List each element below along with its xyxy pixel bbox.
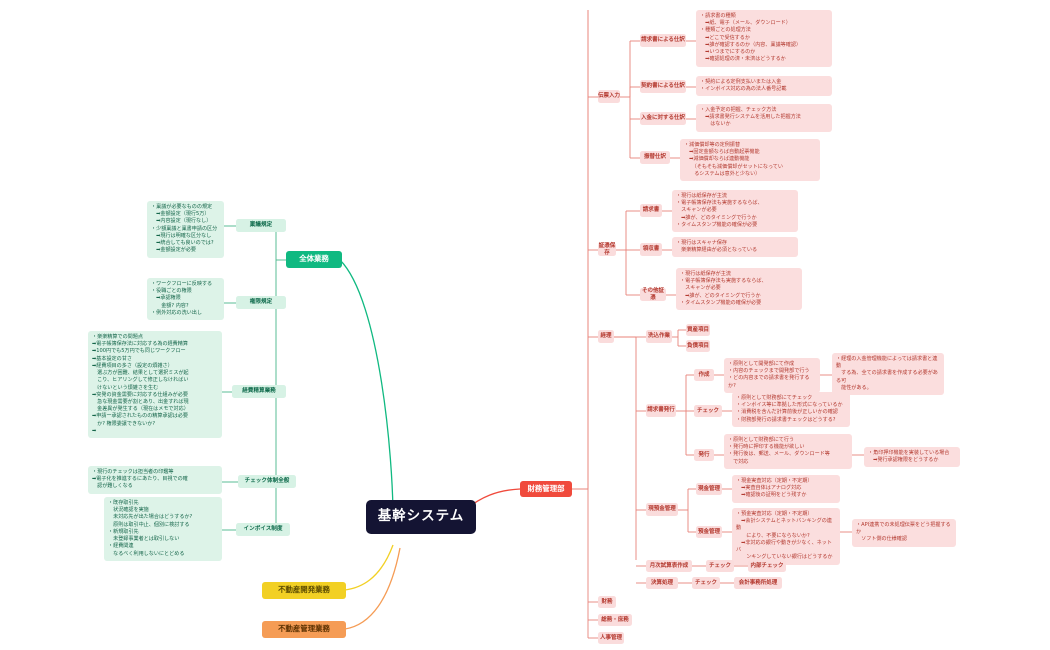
label-shouhyou-hozon[interactable]: 証憑保存 (598, 243, 616, 256)
note-genkin-kanri: ・現金実査対応（定期・不定期） ➡実査自体はアナログ対応 ➡確認後の証明をどう残… (732, 475, 840, 503)
label-genkin-kanri[interactable]: 現金管理 (696, 483, 722, 495)
label-soumu-shomu[interactable]: 総務・庶務 (598, 614, 632, 626)
label-araikomi-sagyou[interactable]: 洗込作業 (646, 330, 672, 343)
note-keiyakusho-shiwake: ・契約による定例支払いまたは入金 ・インボイス対応の為の法人番号記載 (696, 76, 832, 97)
label-seikyuusho-shiwake[interactable]: 請求書による仕訳 (640, 34, 686, 47)
label-keiri[interactable]: 経理 (598, 330, 614, 343)
note-hakkou-hakkou: ・原則として財務部にて行う ・発行時に押印する機能が欲しい ・発行後は、郵送、メ… (724, 434, 852, 469)
label-hakkou-check[interactable]: チェック (694, 405, 722, 417)
label-keihi-seisan[interactable]: 経費精算業務 (232, 385, 286, 398)
center-node[interactable]: 基幹システム (366, 500, 476, 534)
label-furikae-shiwake[interactable]: 振替仕訳 (640, 151, 670, 164)
note-yokin-kanri: ・預金実査対応（定期・不定期） ➡会計システムとネットバンキングの連動 により、… (732, 508, 840, 565)
note-shouhyou-ryoushuusho: ・現行はスキャナ保存 楽楽精算経由が必須となっている (672, 237, 798, 258)
note-yokin-kanri-side: ・API連携での未処理伝票をどう把握するか ソフト側の仕様確認 (852, 519, 956, 547)
note-kengen-kitei: ・ワークフローに反映する ・役職ごとの権限 ➡承認権限 金額? 内容? ・例外対… (147, 278, 224, 321)
label-genyokin-kanri[interactable]: 現預金管理 (646, 503, 678, 516)
label-seikyuusho-hakkou[interactable]: 請求書発行 (646, 404, 676, 417)
branch-overall-business[interactable]: 全体業務 (286, 251, 342, 268)
label-hakkou-sakusei[interactable]: 作成 (694, 369, 714, 381)
label-kessan-kaikei-jimusho[interactable]: 会計事務所処理 (734, 577, 782, 589)
note-nyuukin-shiwake: ・入金予定の把握、チェック方法 ➡請求書発行システムを活用した把握方法 はないか (696, 104, 832, 132)
note-hakkou-sakusei: ・原則として開発部にて作成 ・内容のチェックまで開発部で行う ・どの内容までの請… (724, 358, 820, 393)
label-getsuji-naibu-check[interactable]: 内部チェック (748, 560, 786, 572)
label-shouhyou-seikyuusho[interactable]: 請求書 (640, 204, 662, 217)
label-kessan-shori[interactable]: 決算処理 (646, 577, 678, 589)
label-nyuukin-shiwake[interactable]: 入金に対する仕訳 (640, 112, 686, 125)
note-keihi-seisan: ・楽楽精算での問題点 ➡電子帳簿保存法に対応する為の経費精算 ➡100円でも5万… (88, 331, 222, 439)
label-jinji-kanri[interactable]: 人事管理 (598, 632, 624, 644)
label-zaimu[interactable]: 財務 (598, 596, 616, 608)
label-ringi-kitei[interactable]: 稟議規定 (236, 219, 286, 232)
label-invoice-seido[interactable]: インボイス制度 (236, 523, 290, 536)
label-keiyakusho-shiwake[interactable]: 契約書による仕訳 (640, 80, 686, 93)
label-shouhyou-sonota[interactable]: その他証憑 (640, 288, 666, 301)
note-invoice-seido: ・既存取引先 状況確認を実施 未対応先が出た場合はどうするか? 原則は取引中止、… (104, 497, 222, 561)
label-check-taisei[interactable]: チェック体制全般 (238, 475, 296, 488)
label-shouhyou-ryoushuusho[interactable]: 領収書 (640, 243, 662, 256)
label-kengen-kitei[interactable]: 権限規定 (236, 296, 286, 309)
note-hakkou-hakkou-side: ・角印押印機能を実装している場合 ➡発行承認権限をどうするか (864, 447, 960, 468)
note-shouhyou-sonota: ・現行は紙保存が主流 ・電子帳簿保存法も実施するならば、 スキャンが必要 ➡誰が… (676, 268, 802, 311)
label-kessan-check[interactable]: チェック (692, 577, 720, 589)
branch-realestate-management[interactable]: 不動産管理業務 (262, 621, 346, 638)
note-ringi-kitei: ・稟議が必要なものの規定 ➡金額設定（現行5万） ➡内容設定（現行なし） ・少額… (147, 201, 224, 258)
note-shouhyou-seikyuusho: ・現行は紙保存が主流 ・電子帳簿保存法も実施するならば、 スキャンが必要 ➡誰が… (672, 190, 798, 233)
label-shisan-koumoku[interactable]: 資産項目 (686, 324, 710, 336)
label-fusai-koumoku[interactable]: 負債項目 (686, 340, 710, 352)
note-seikyuusho-shiwake: ・請求書の種類 ➡紙、電子（メール、ダウンロード） ・種類ごとの処理方法 ➡どこ… (696, 10, 832, 67)
note-hakkou-sakusei-side: ・経理の入金管理機能によっては請求書と連動 する為、全ての請求書を作成する必要が… (832, 353, 944, 396)
branch-finance-department[interactable]: 財務管理部 (520, 481, 572, 497)
note-furikae-shiwake: ・減価償却等の定例振替 ➡固定金額ならば自動起票機能 ➡減価償却ならば連動機能 … (680, 139, 820, 182)
note-hakkou-check: ・原則として財務部にてチェック ・インボイス等に準拠した形式になっているか ・消… (732, 392, 850, 427)
label-getsuji-check[interactable]: チェック (706, 560, 734, 572)
note-check-taisei: ・現行のチェックは担当者の印鑑等 ➡電子化を推進するにあたり、目視での確 認が難… (88, 466, 222, 494)
branch-realestate-development[interactable]: 不動産開発業務 (262, 582, 346, 599)
label-denpyou-nyuuryoku[interactable]: 伝票入力 (598, 90, 620, 103)
label-yokin-kanri[interactable]: 預金管理 (696, 526, 722, 538)
label-hakkou-hakkou[interactable]: 発行 (694, 449, 714, 461)
label-getsuji-shisanhyou[interactable]: 月次試算表作成 (646, 560, 692, 572)
